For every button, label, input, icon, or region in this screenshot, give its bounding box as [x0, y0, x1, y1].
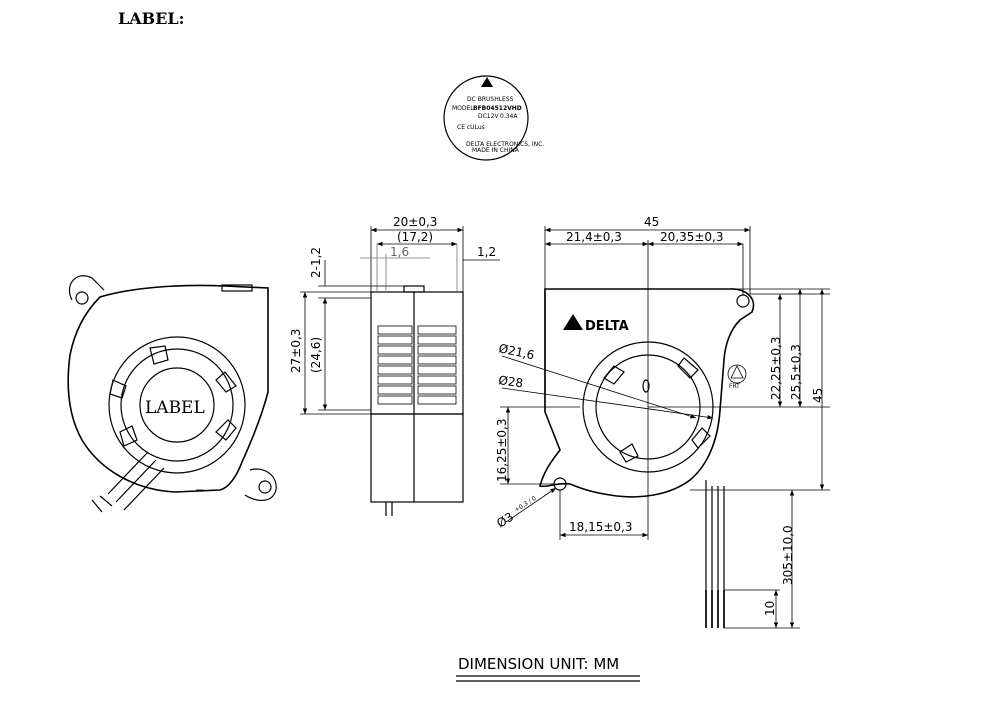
dim-side-height: 27±0,3 — [289, 329, 303, 373]
sticker-voltage: DC12V — [478, 113, 499, 120]
footer-unit: DIMENSION UNIT: MM — [458, 655, 619, 673]
dim-hole-dia: Ø3 — [494, 510, 516, 531]
sticker-origin: MADE IN CHINA — [472, 147, 520, 154]
sticker-cert-marks: CE cULus — [457, 124, 485, 131]
sticker-model-prefix: MODEL — [452, 105, 474, 112]
fan-front-view: DELTA FRT 45 21,4±0,3 20,35±0,3 Ø21,6 Ø2… — [494, 215, 830, 629]
dim-side-inner: (17,2) — [397, 230, 433, 244]
dim-lead-strip: 10 — [763, 601, 777, 616]
delta-brand-icon — [563, 314, 583, 330]
sticker-maker: DELTA ELECTRONICS, INC. — [466, 141, 544, 148]
sticker-model: BFB04512VHD — [473, 105, 522, 112]
fan-label-view: LABEL — [67, 275, 277, 513]
dim-side-width: 20±0,3 — [393, 215, 437, 229]
dim-center-to-hole: 20,35±0,3 — [660, 230, 724, 244]
dim-center-to-bottom-hole: 16,25±0,3 — [495, 419, 509, 483]
dim-inlet-small: Ø21,6 — [497, 341, 535, 362]
sticker-line-1: DC BRUSHLESS — [467, 96, 514, 103]
dim-side-offset: 1,6 — [390, 245, 409, 259]
dim-front-height: 45 — [811, 388, 825, 403]
dim-side-height-inner: (24,6) — [309, 337, 323, 373]
dim-hole-to-center-h: 18,15±0,3 — [569, 520, 633, 534]
dim-inlet-large: Ø28 — [498, 373, 524, 390]
dim-side-lip: 1,2 — [477, 245, 496, 259]
dim-center-to-hole-v: 22,25±0,3 — [769, 337, 783, 401]
dim-left-to-center: 21,4±0,3 — [566, 230, 622, 244]
brand-label: DELTA — [585, 319, 629, 334]
delta-logo-icon — [481, 77, 493, 87]
fan-label-text: LABEL — [145, 398, 205, 418]
dim-lead-length: 305±10,0 — [781, 525, 795, 585]
rotation-mark: FRT — [729, 383, 740, 390]
label-sticker: DC BRUSHLESS MODEL BFB04512VHD DC12V 0.3… — [443, 75, 544, 161]
dim-center-to-top: 25,5±0,3 — [789, 344, 803, 400]
page-title: LABEL: — [118, 9, 185, 28]
sticker-current: 0.34A — [500, 113, 518, 120]
fan-side-view: 20±0,3 (17,2) 1,6 1,2 27±0,3 (24,6) 2-1,… — [289, 215, 500, 516]
dim-hole-tol: +0,3 / 0 — [513, 495, 537, 514]
dim-front-width: 45 — [644, 215, 659, 229]
dim-side-top-gap: 2-1,2 — [309, 247, 323, 278]
